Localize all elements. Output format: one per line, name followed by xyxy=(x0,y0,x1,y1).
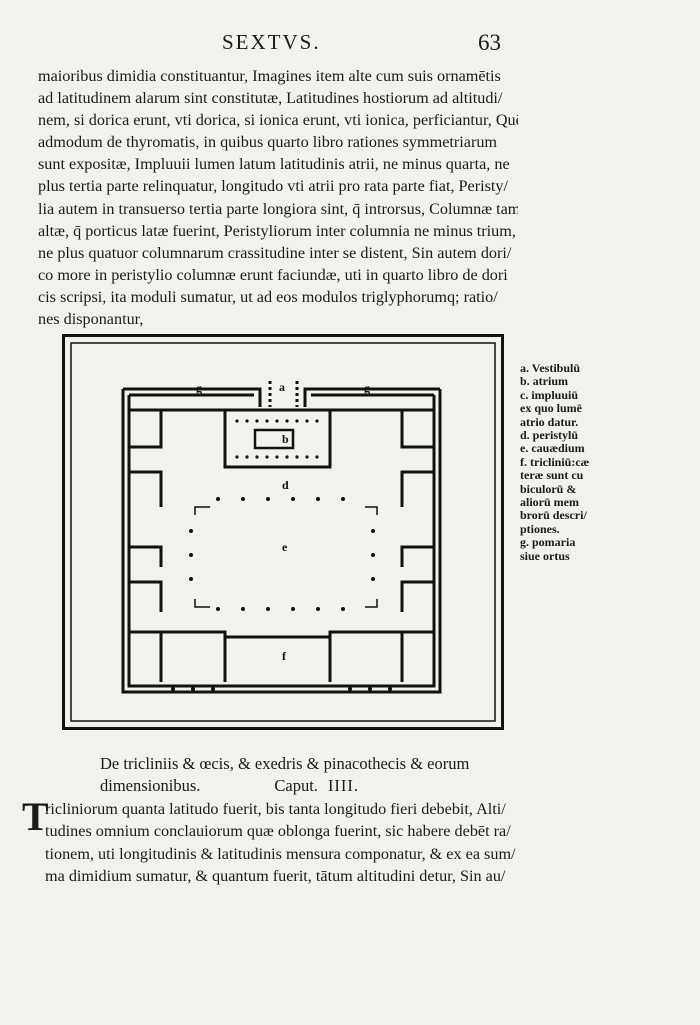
legend-item: ex quo lumē xyxy=(520,401,583,416)
house-walls xyxy=(121,381,442,694)
legend-item: e. cauædium xyxy=(520,441,585,456)
plan-label-g-left: g xyxy=(196,381,202,395)
peristyle-columns xyxy=(171,497,392,691)
drop-cap: T xyxy=(22,794,49,839)
floor-plan-plate: g g a b d e f xyxy=(62,334,504,730)
plan-label-b: b xyxy=(282,432,289,446)
running-title: SEXTVS. xyxy=(222,30,321,54)
chapter-title-line: De tricliniis & œcis, & exedris & pinaco… xyxy=(100,754,470,773)
plan-label-a: a xyxy=(279,380,285,394)
text-line: lia autem in transuerso tertia parte lon… xyxy=(38,199,518,218)
text-line: tionem, uti longitudinis & latitudinis m… xyxy=(45,844,516,863)
chapter-text: ricliniorum quanta latitudo fuerit, bis … xyxy=(45,798,525,887)
legend-item: ptiones. xyxy=(520,521,560,536)
legend-item: b. atrium xyxy=(520,374,568,389)
chapter-heading: De tricliniis & œcis, & exedris & pinaco… xyxy=(100,753,530,797)
body-text: maioribus dimidia constituantur, Imagine… xyxy=(38,65,518,330)
text-line: ad latitudinem alarum sint constitutæ, L… xyxy=(38,89,503,108)
text-line: maioribus dimidia constituantur, Imagine… xyxy=(38,67,501,85)
atrium-columns xyxy=(235,419,319,459)
impluvium xyxy=(253,428,295,450)
legend-item: a. Vestibulū xyxy=(520,361,581,375)
chapter-number: IIII. xyxy=(327,776,360,795)
legend-item: g. pomaria xyxy=(520,535,576,550)
legend-item: siue ortus xyxy=(520,548,570,563)
chapter-title-dimensionibus: dimensionibus. xyxy=(100,776,201,795)
peristyle-outline xyxy=(194,506,378,608)
legend-item: atrio datur. xyxy=(520,414,579,429)
text-line: ricliniorum quanta latitudo fuerit, bis … xyxy=(45,800,506,818)
chapter-caput-label: Caput. xyxy=(274,776,318,795)
legend-item: d. peristylū xyxy=(520,428,579,443)
plan-label-f: f xyxy=(282,649,287,663)
text-line: cis scripsi, ita moduli sumatur, ut ad e… xyxy=(38,287,498,306)
plan-label-g-right: g xyxy=(364,381,370,395)
text-line: admodum de thyromatis, in quibus quarto … xyxy=(38,133,498,152)
legend-item: brorū descri/ xyxy=(520,508,587,523)
plan-label-d: d xyxy=(282,478,289,492)
text-line: nem, si dorica erunt, vti dorica, si ion… xyxy=(38,111,518,130)
floor-plan-drawing: g g a b d e f xyxy=(70,342,496,722)
text-line: altæ, q̄ porticus latæ fuerint, Peristyl… xyxy=(38,221,516,240)
chapter-title-line-2: dimensionibus. Caput. IIII. xyxy=(100,775,530,797)
legend-item: c. impluuiū xyxy=(520,387,579,402)
legend-item: aliorū mem xyxy=(520,495,579,510)
plan-label-e: e xyxy=(282,540,288,554)
text-line: ne plus quatuor columnarum crassitudine … xyxy=(38,243,512,262)
legend-item: teræ sunt cu xyxy=(520,468,584,483)
text-line: co more in peristylio columnæ erunt faci… xyxy=(38,265,508,284)
plan-legend: a. Vestibulū b. atrium c. impluuiū ex qu… xyxy=(520,361,600,563)
text-line: plus tertia parte relinquatur, longitudo… xyxy=(38,177,508,196)
legend-item: f. tricliniū:cæ xyxy=(520,454,590,469)
text-line: sunt expositæ, Impluuii lumen latum lati… xyxy=(38,155,510,174)
text-line: tudines omnium conclauiorum quæ oblonga … xyxy=(45,822,511,841)
plate-inner-frame xyxy=(70,342,496,722)
page-number: 63 xyxy=(478,30,501,55)
text-line: ma dimidium sumatur, & quantum fuerit, t… xyxy=(45,866,506,885)
text-line: nes disponantur, xyxy=(38,310,144,329)
legend-item: biculorū & xyxy=(520,481,577,496)
